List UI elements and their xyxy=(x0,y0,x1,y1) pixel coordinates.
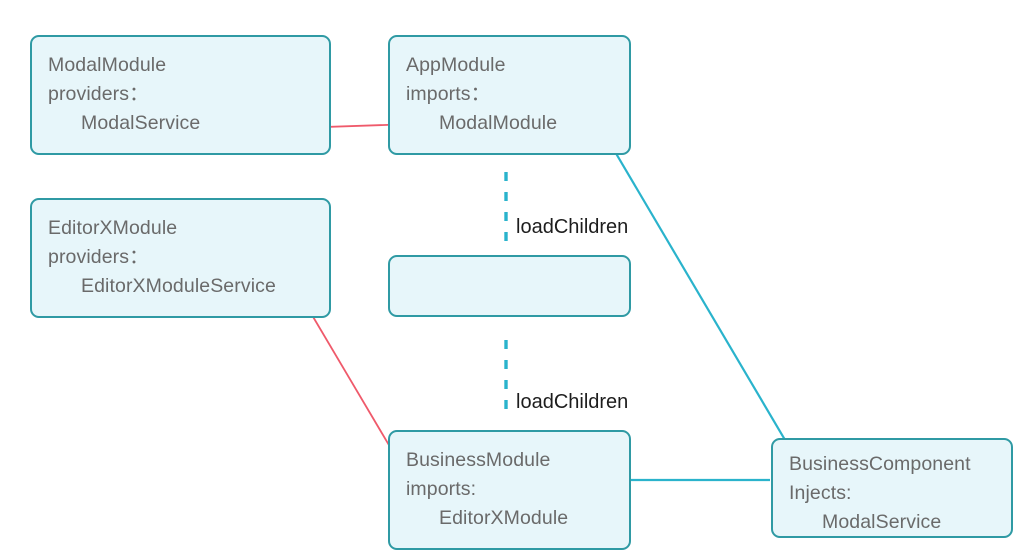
edge-label-loadchildren-bottom: loadChildren xyxy=(516,391,629,413)
edge-label-loadchildren-top: loadChildren xyxy=(516,216,629,238)
node-empty-module[interactable] xyxy=(388,255,631,317)
node-text-block: ModalModule providers： ModalService xyxy=(48,51,323,138)
node-line-title: EditorXModule xyxy=(48,217,178,239)
node-line-value: EditorXModule xyxy=(439,507,569,529)
node-line-key: imports: xyxy=(406,478,477,500)
node-line-key: Injects: xyxy=(789,482,852,504)
node-text-block: BusinessComponent Injects: ModalService xyxy=(789,450,1005,537)
node-line-value: ModalService xyxy=(81,112,201,134)
node-line-title: ModalModule xyxy=(48,54,167,76)
node-text-block: BusinessModule imports: EditorXModule xyxy=(406,446,623,533)
node-line-title: AppModule xyxy=(406,54,506,76)
node-line-value: ModalModule xyxy=(439,112,558,134)
node-text-block: AppModule imports： ModalModule xyxy=(406,51,623,138)
node-line-value: EditorXModuleService xyxy=(81,275,276,297)
node-editorx-module[interactable]: EditorXModule providers： EditorXModuleSe… xyxy=(30,198,331,318)
node-app-module[interactable]: AppModule imports： ModalModule xyxy=(388,35,631,155)
node-business-module[interactable]: BusinessModule imports: EditorXModule xyxy=(388,430,631,550)
node-line-title: BusinessModule xyxy=(406,449,551,471)
node-modal-module[interactable]: ModalModule providers： ModalService xyxy=(30,35,331,155)
node-line-key: imports： xyxy=(406,83,491,105)
node-business-component[interactable]: BusinessComponent Injects: ModalService xyxy=(771,438,1013,538)
node-line-value: ModalService xyxy=(822,511,942,533)
node-line-key: providers： xyxy=(48,246,149,268)
node-line-key: providers： xyxy=(48,83,149,105)
node-text-block: EditorXModule providers： EditorXModuleSe… xyxy=(48,214,323,301)
node-line-title: BusinessComponent xyxy=(789,453,971,475)
